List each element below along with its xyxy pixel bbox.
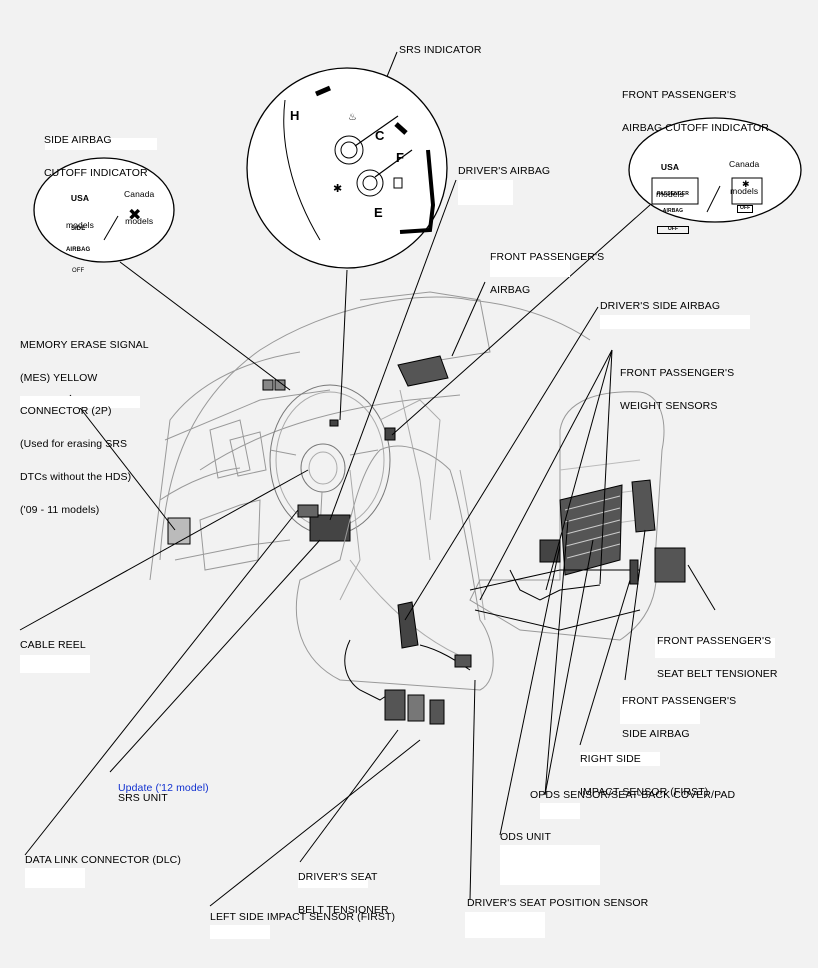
label-driver-seat-position-sensor: DRIVER'S SEAT POSITION SENSOR [467,897,649,909]
leader-drivers-airbag [329,179,457,521]
label-side-airbag-cutoff: SIDE AIRBAG CUTOFF INDICATOR [44,134,148,179]
passenger-seat [469,391,665,641]
label-drivers-side-airbag: DRIVER'S SIDE AIRBAG [600,300,721,312]
label-front-passenger-airbag: FRONT PASSENGER'S AIRBAG [490,251,605,296]
leader-passenger-cutoff [391,204,651,436]
leader-weight-3 [599,349,613,585]
pass-callout-usa: USA models [656,162,685,199]
airbag-indicator-icon: ✱ [333,182,342,195]
leader-front-pass-airbag [451,281,486,357]
pass-callout-canada: Canada models [729,159,760,196]
label-right-side-impact-sensor: RIGHT SIDE IMPACT SENSOR (FIRST) [580,753,709,798]
leader-side-cutoff [119,261,291,391]
label-opds-sensor: OPDS SENSOR/SEAT-BACK COVER/PAD [530,789,736,801]
side-callout-usa: USA models [66,193,95,230]
label-drivers-airbag: DRIVER'S AIRBAG [458,165,551,177]
leader-drivers-side-airbag [404,306,599,621]
side-callout-canada: Canada models [124,189,155,226]
passenger-airbag-off-lamp: PASSENGER AIRBAG OFF [657,191,689,234]
leader-opds-1 [544,519,569,796]
passenger-airbag-icon: ✱ [742,179,750,189]
leader-srs-unit [109,539,321,773]
passenger-cutoff-callout [628,117,802,223]
label-driver-belt-tensioner: DRIVER'S SEAT BELT TENSIONER [298,871,389,916]
side-airbag-off-lamp: SIDE AIRBAG OFF [66,226,91,274]
label-front-passenger-cutoff: FRONT PASSENGER'S AIRBAG CUTOFF INDICATO… [622,89,769,134]
leader-driver-position [469,679,476,901]
leader-opds-2 [544,539,594,796]
passenger-belt-tensioner [654,547,686,583]
leader-right-impact [579,579,631,746]
label-front-passenger-weight-sensors: FRONT PASSENGER'S WEIGHT SENSORS [620,367,735,412]
srs-unit-update-link[interactable]: Update ('12 model) [118,782,209,794]
gauge-c: C [375,128,385,143]
srs-unit-box [309,514,351,542]
passenger-airbag-off-indicator: OFF [737,194,754,224]
passenger-airbag-module [397,355,449,387]
leader-weight-2 [545,349,613,591]
leader-mes [69,394,176,531]
driver-side-airbag-module [397,601,419,649]
gauge-h: H [290,108,300,123]
leader-left-impact [209,739,421,907]
leader-gauge [339,269,348,421]
gauge-e: E [374,205,383,220]
leader-ods-unit [499,544,561,836]
side-cutoff-callout [33,157,175,263]
passenger-side-airbag-module [631,479,656,533]
leader-pass-side-airbag [624,529,646,681]
leader-weight-1 [479,349,613,601]
label-dlc: DATA LINK CONNECTOR (DLC) [25,854,181,866]
leader-dlc [24,509,299,856]
gauge-callout: ♨ ✱ [246,67,448,269]
svg-text:♨: ♨ [348,112,357,123]
label-srs-indicator: SRS INDICATOR [399,44,482,56]
dashboard-outline [159,296,591,561]
label-front-passenger-belt-tensioner: FRONT PASSENGER'S SEAT BELT TENSIONER [657,635,778,680]
leader-pass-belt [687,564,716,611]
label-srs-unit: SRS UNIT [118,792,168,804]
gauge-f: F [396,150,405,165]
label-mes-connector: MEMORY ERASE SIGNAL (MES) YELLOW CONNECT… [20,339,149,516]
mes-connector [167,517,191,545]
side-airbag-off-icon: ✖ [128,207,142,224]
label-ods-unit: ODS UNIT [500,831,551,843]
driver-seat [295,445,494,691]
label-left-side-impact-sensor: LEFT SIDE IMPACT SENSOR (FIRST) [210,911,396,923]
label-cable-reel: CABLE REEL [20,639,86,651]
leader-cable-reel [19,469,309,631]
label-front-passenger-side-airbag: FRONT PASSENGER'S SIDE AIRBAG [622,695,737,740]
